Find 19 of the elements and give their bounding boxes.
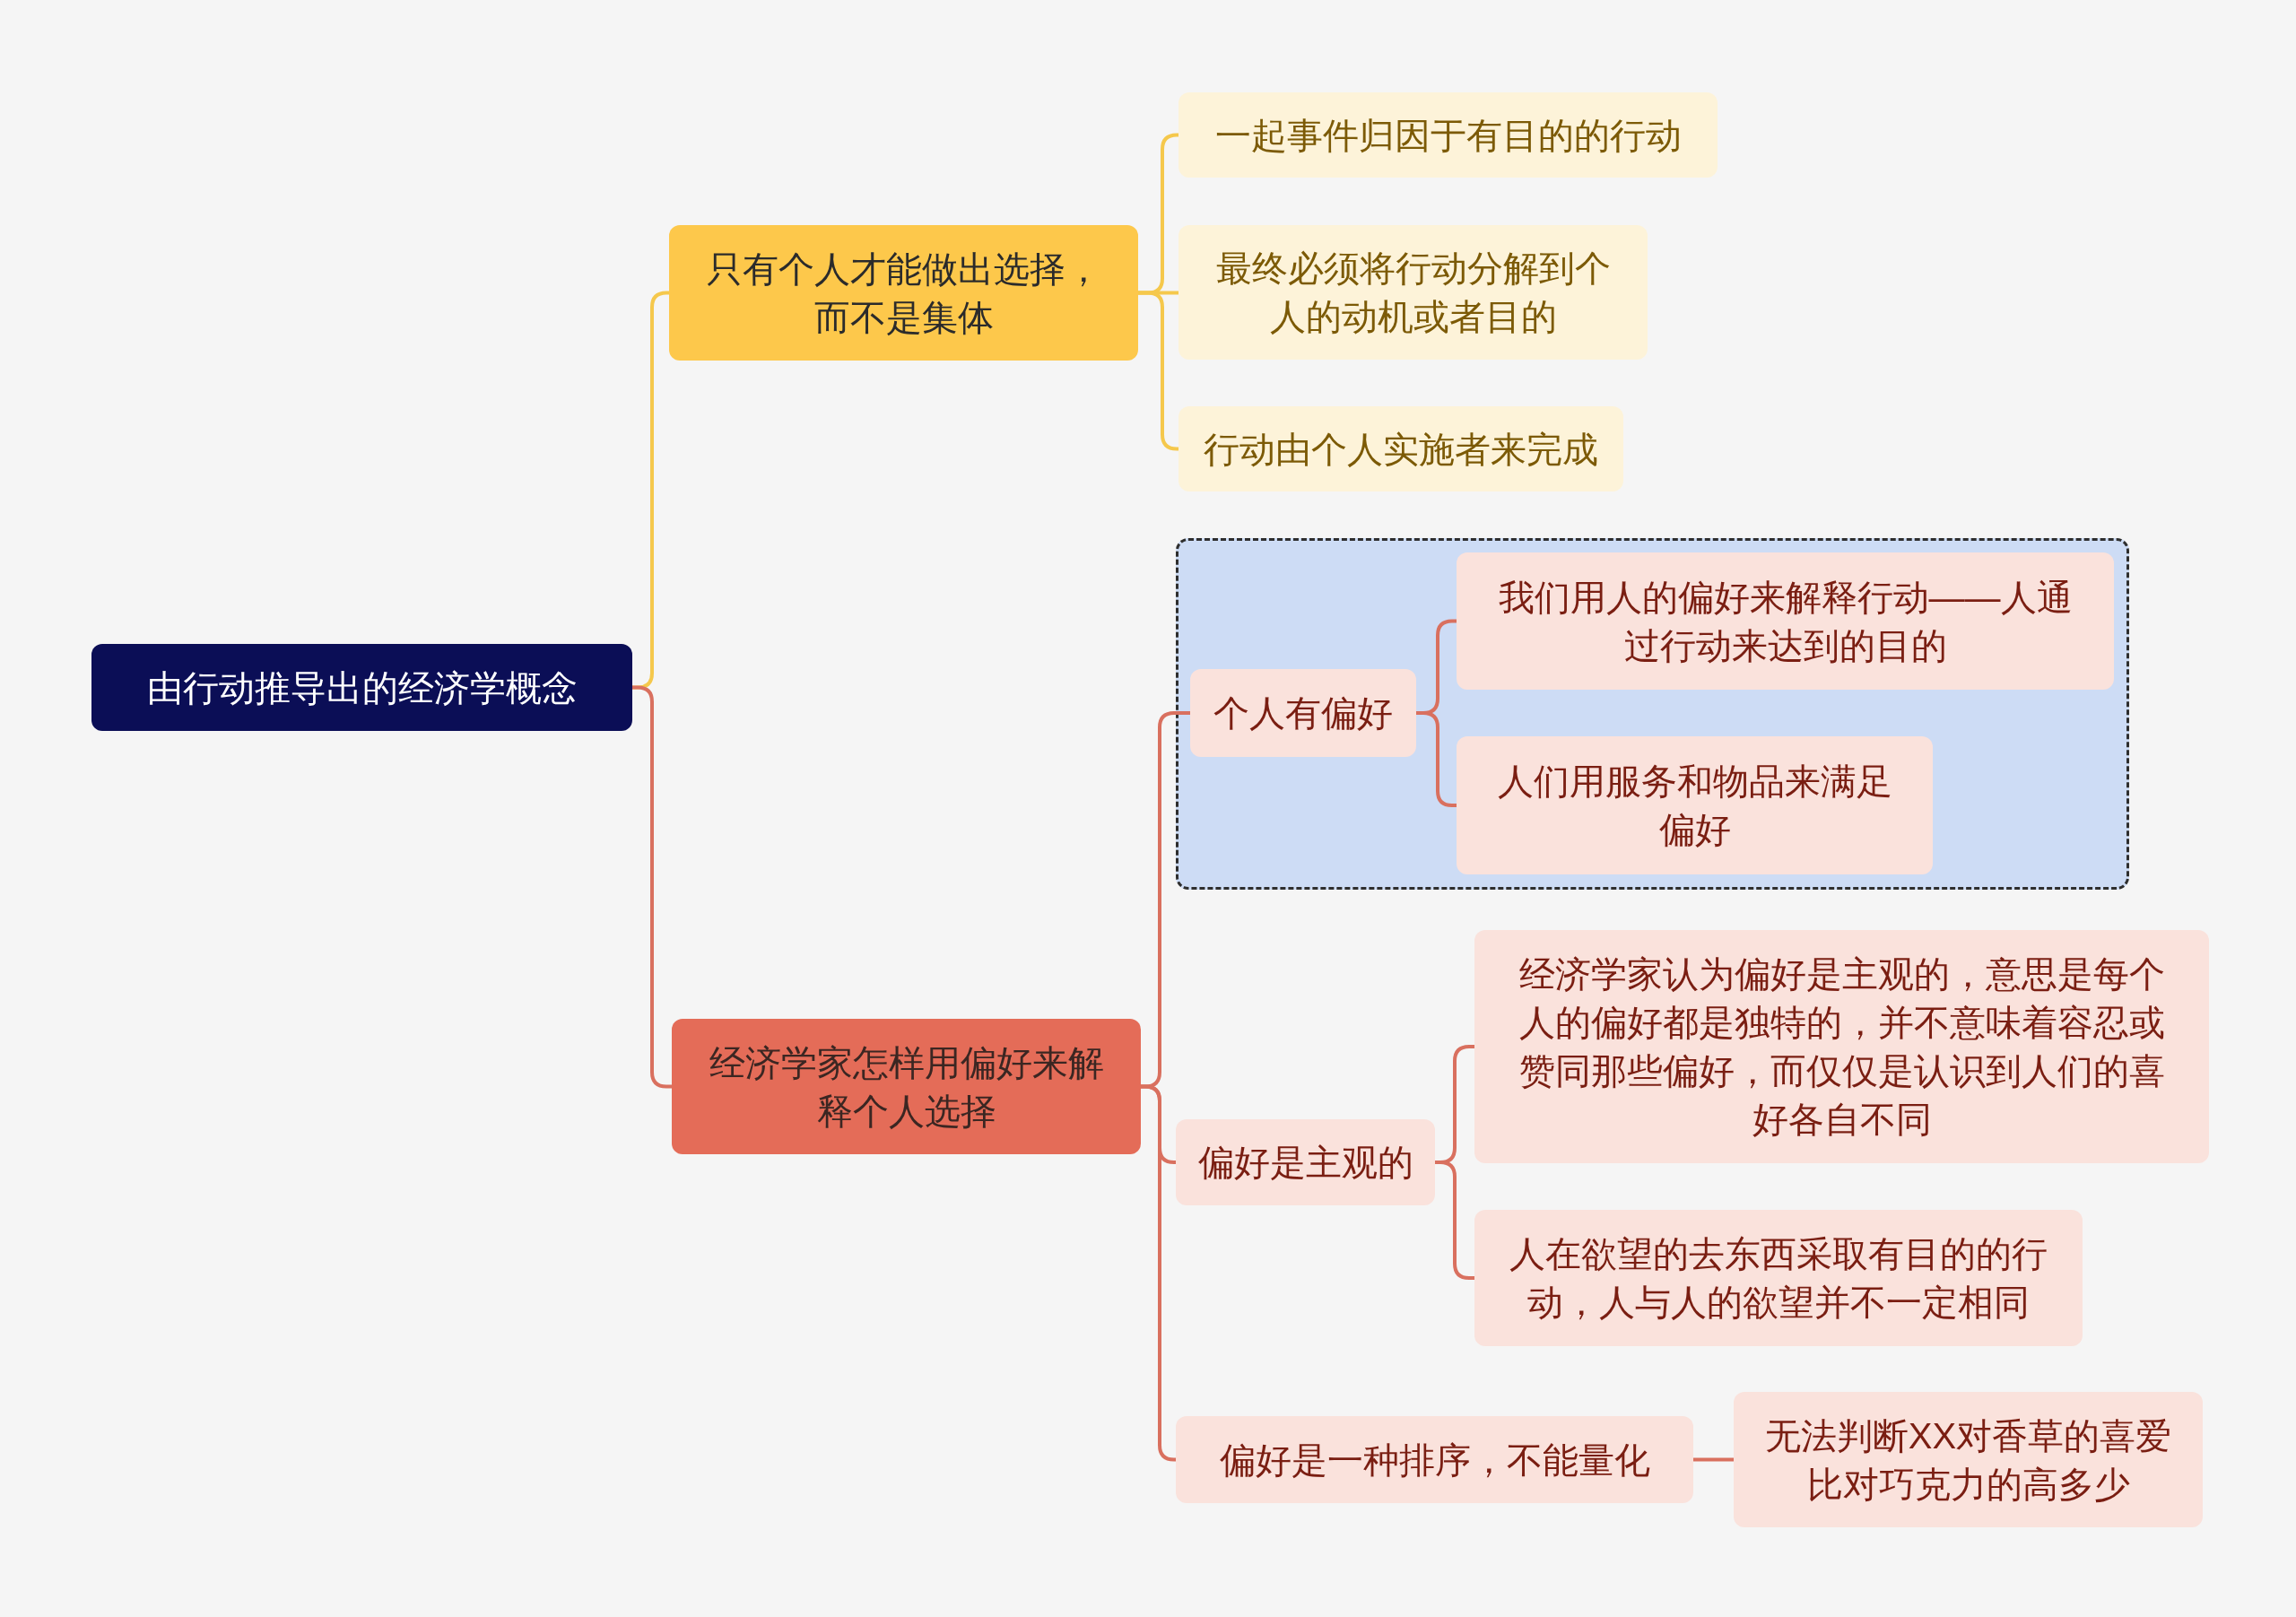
subtopic-box: 经济学家认为偏好是主观的，意思是每个人的偏好都是独特的，并不意味着容忍或赞同那些偏好，而仅仅是认识到人们的喜好各自不同 [1474, 930, 2209, 1163]
subtopic-box: 偏好是主观的 [1176, 1119, 1435, 1205]
group-frame [1176, 538, 2129, 890]
connector-line [1693, 1457, 1734, 1462]
subtopic-box: 行动由个人实施者来完成 [1178, 406, 1623, 491]
subtopic-box: 人在欲望的去东西采取有目的的行动，人与人的欲望并不一定相同 [1474, 1210, 2083, 1346]
topic-box: 只有个人才能做出选择，而不是集体 [669, 225, 1138, 361]
subtopic-box: 偏好是一种排序，不能量化 [1176, 1416, 1693, 1503]
connector-line [1435, 1161, 1474, 1280]
subtopic-box: 无法判断XX对香草的喜爱比对巧克力的高多少 [1734, 1392, 2203, 1527]
root-topic-box: 由行动推导出的经济学概念 [91, 644, 632, 731]
topic-box: 经济学家怎样用偏好来解释个人选择 [672, 1019, 1141, 1154]
connector-line [632, 685, 672, 1089]
subtopic-box: 个人有偏好 [1190, 669, 1416, 757]
subtopic-box: 我们用人的偏好来解释行动——人通过行动来达到的目的 [1457, 552, 2114, 690]
subtopic-box: 一起事件归因于有目的的行动 [1178, 92, 1718, 178]
connector-line [1416, 711, 1457, 807]
subtopic-box: 人们用服务和物品来满足偏好 [1457, 736, 1933, 874]
subtopic-box: 最终必须将行动分解到个人的动机或者目的 [1178, 225, 1648, 360]
